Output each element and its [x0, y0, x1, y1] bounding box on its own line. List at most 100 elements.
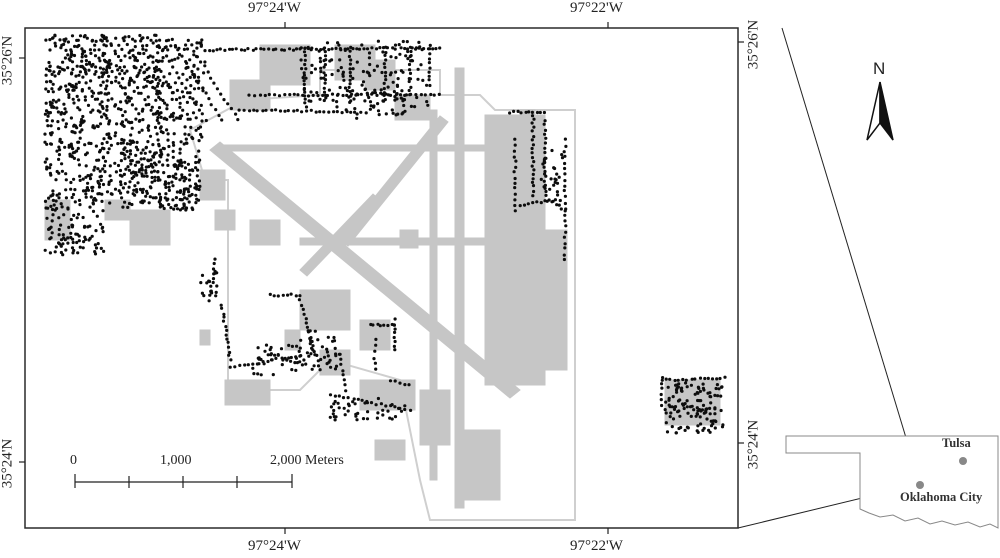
data-point [530, 164, 534, 168]
data-point [43, 248, 47, 252]
data-point [336, 41, 340, 45]
data-point [48, 166, 52, 170]
data-point [348, 67, 352, 71]
data-point [543, 169, 547, 174]
data-point [677, 426, 681, 431]
data-point [564, 230, 568, 234]
data-point [184, 208, 188, 212]
data-point [721, 423, 725, 427]
data-point [86, 188, 91, 192]
data-point [228, 365, 232, 369]
data-point [212, 261, 216, 266]
data-point [69, 72, 74, 76]
data-point [109, 143, 113, 147]
data-point [335, 110, 339, 114]
data-point [101, 156, 105, 160]
data-point [159, 150, 163, 154]
data-point [140, 65, 144, 69]
data-point [48, 48, 52, 52]
data-point [98, 102, 102, 106]
data-point [136, 51, 141, 55]
data-point [117, 189, 121, 193]
data-point [121, 186, 125, 190]
data-point [233, 365, 237, 369]
data-point [85, 186, 89, 190]
data-point [134, 145, 138, 149]
data-point [210, 291, 214, 295]
data-point [353, 402, 357, 406]
data-point [374, 343, 378, 347]
data-point [63, 145, 67, 149]
data-point [172, 118, 176, 122]
data-point [138, 118, 142, 123]
data-point [311, 344, 315, 348]
data-point [379, 91, 383, 95]
data-point [297, 298, 301, 302]
data-point [173, 57, 177, 61]
data-point [100, 71, 104, 75]
data-point [135, 59, 139, 63]
data-point [152, 169, 156, 173]
data-point [185, 47, 190, 51]
data-point [330, 92, 335, 96]
data-point [420, 48, 424, 52]
data-point [180, 176, 184, 180]
data-point [356, 93, 360, 97]
data-point [319, 70, 323, 74]
data-point [169, 206, 173, 210]
data-point [237, 108, 241, 112]
data-point [262, 362, 266, 366]
data-point [123, 86, 127, 90]
data-point [173, 204, 177, 208]
data-point [83, 98, 87, 102]
data-point [178, 208, 182, 212]
data-point [318, 110, 322, 114]
data-point [532, 160, 536, 164]
data-point [307, 99, 311, 103]
data-point [342, 406, 346, 410]
data-point [254, 47, 258, 51]
data-point [294, 294, 298, 298]
data-point [330, 47, 334, 51]
data-point [339, 66, 343, 70]
data-point [58, 148, 62, 152]
data-point [176, 166, 180, 170]
data-point [103, 59, 107, 64]
data-point [169, 44, 173, 48]
data-point [675, 390, 679, 394]
data-point [405, 40, 409, 44]
data-point [50, 87, 54, 91]
data-point [100, 100, 104, 104]
data-point [671, 417, 676, 421]
data-point [530, 114, 535, 118]
data-point [208, 49, 212, 53]
data-point [381, 413, 385, 417]
data-point [394, 113, 398, 117]
data-point [409, 408, 413, 412]
data-point [137, 71, 141, 75]
data-point [206, 70, 210, 74]
data-point [369, 401, 374, 405]
data-point [248, 109, 252, 113]
data-point [153, 179, 157, 183]
data-point [86, 181, 90, 185]
data-point [282, 48, 286, 52]
data-point [264, 343, 269, 347]
data-point [166, 153, 170, 157]
data-point [333, 399, 337, 404]
data-point [158, 91, 162, 95]
data-point [121, 205, 125, 209]
data-point [166, 138, 170, 142]
data-point [48, 251, 53, 255]
data-point [196, 198, 201, 202]
data-point [543, 119, 547, 123]
data-point [713, 393, 717, 397]
data-point [76, 146, 80, 150]
data-point [129, 171, 134, 175]
data-point [373, 349, 377, 353]
data-point [90, 234, 94, 238]
data-point [195, 41, 199, 45]
data-point [138, 33, 142, 38]
data-point [134, 153, 138, 157]
data-point [64, 196, 68, 200]
